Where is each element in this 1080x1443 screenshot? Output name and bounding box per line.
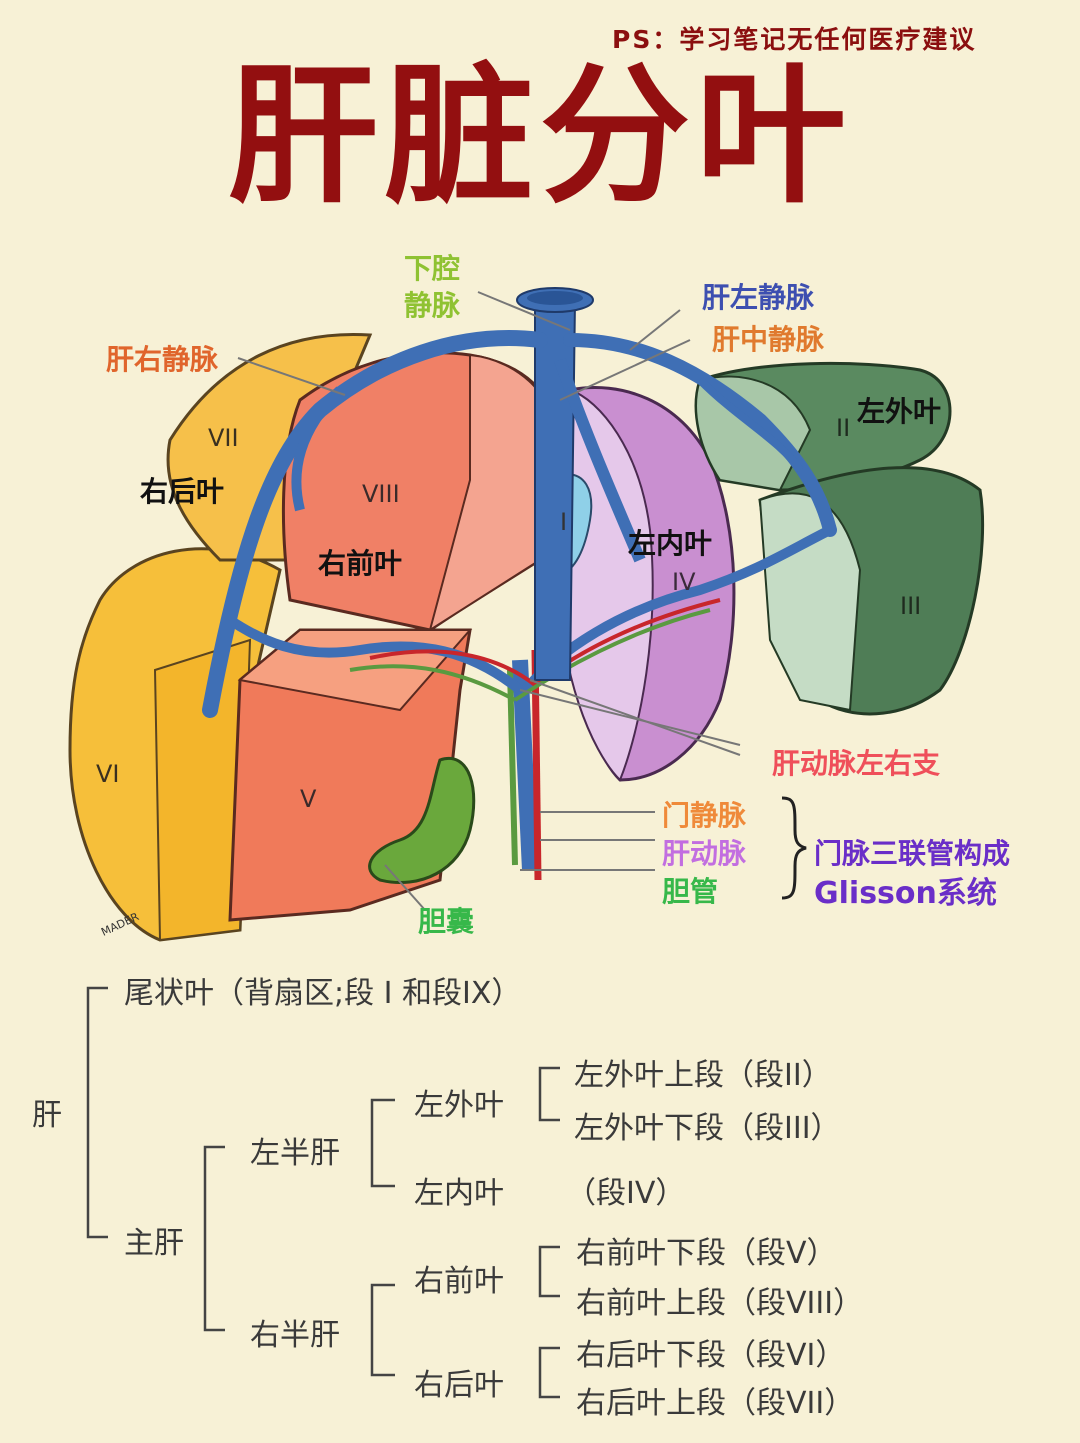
tree-main-liver: 主肝: [124, 1226, 184, 1261]
tree-right-anterior-lower: 右前叶下段（段V）: [576, 1236, 837, 1271]
glisson-label-2: Glisson系统: [814, 876, 997, 911]
left-hepatic-vein-label: 肝左静脉: [702, 281, 815, 314]
liver-illustration: [68, 287, 985, 942]
middle-hepatic-vein-label: 肝中静脉: [712, 323, 825, 356]
segment-3-face: [758, 492, 862, 712]
tree-left-lateral: 左外叶: [414, 1088, 504, 1123]
middle-hepatic-vein: [554, 358, 646, 563]
ivc-label-2: 静脉: [404, 289, 461, 322]
tree-root: 肝: [32, 1098, 62, 1133]
tree-right-posterior-lower: 右后叶下段（段VI）: [576, 1338, 846, 1373]
right-hepatic-vein-label: 肝右静脉: [106, 343, 219, 376]
segment-1-label: I: [560, 508, 568, 536]
tree-right-posterior: 右后叶: [414, 1368, 504, 1403]
tree-right-anterior: 右前叶: [414, 1264, 504, 1299]
segment-3-label: III: [900, 592, 922, 620]
tree-right-anterior-upper: 右前叶上段（段VIII）: [576, 1286, 864, 1321]
right-anterior-lobe-label: 右前叶: [318, 547, 403, 580]
right-posterior-lobe-label: 右后叶: [140, 475, 225, 508]
tree-left-half: 左半肝: [250, 1136, 340, 1171]
bile-duct-trunk: [507, 669, 518, 866]
bile-duct-label: 胆管: [662, 875, 719, 908]
tree-left-medial: 左内叶: [414, 1176, 504, 1211]
ivc-label-1: 下腔: [404, 252, 461, 285]
segment-8-label: VIII: [362, 480, 400, 508]
gallbladder-label: 胆囊: [418, 905, 475, 938]
tree-left-medial-segment: （段IV）: [566, 1176, 686, 1211]
segment-5-label: V: [300, 785, 317, 813]
triad-brace: [781, 796, 807, 900]
left-lateral-lobe-label: 左外叶: [857, 395, 942, 428]
ivc-trunk: [534, 299, 577, 681]
tree-left-lateral-upper: 左外叶上段（段II）: [574, 1058, 832, 1093]
segment-4-label: IV: [672, 568, 696, 596]
segment-7-label: VII: [208, 424, 239, 452]
tree-caudate: 尾状叶（背扇区;段 I 和段IX）: [124, 976, 522, 1011]
page-title: 肝脏分叶: [227, 50, 852, 224]
tree-connectors: [86, 986, 560, 1399]
portal-vein-label: 门静脉: [662, 799, 747, 832]
segment-6-label: VI: [96, 760, 120, 788]
left-hepatic-vein: [563, 333, 837, 537]
tree-right-half: 右半肝: [250, 1318, 340, 1353]
portal-branches-bile: [349, 608, 711, 702]
left-medial-lobe-label: 左内叶: [628, 527, 713, 560]
disclaimer-text: PS：学习笔记无任何医疗建议: [612, 25, 977, 54]
gallbladder-shape: [368, 756, 476, 885]
leader-lines: [237, 291, 741, 911]
hepatic-artery-branches-label: 肝动脉左右支: [772, 747, 941, 780]
left-hepatic-vein-branch: [697, 377, 804, 473]
segment-2-label: II: [836, 414, 851, 442]
glisson-label-1: 门脉三联管构成: [814, 837, 1011, 870]
tree-right-posterior-upper: 右后叶上段（段VII）: [576, 1386, 855, 1421]
right-hepatic-vein-branch: [291, 386, 344, 512]
tree-left-lateral-lower: 左外叶下段（段III）: [574, 1111, 841, 1146]
hepatic-artery-label: 肝动脉: [662, 837, 747, 870]
